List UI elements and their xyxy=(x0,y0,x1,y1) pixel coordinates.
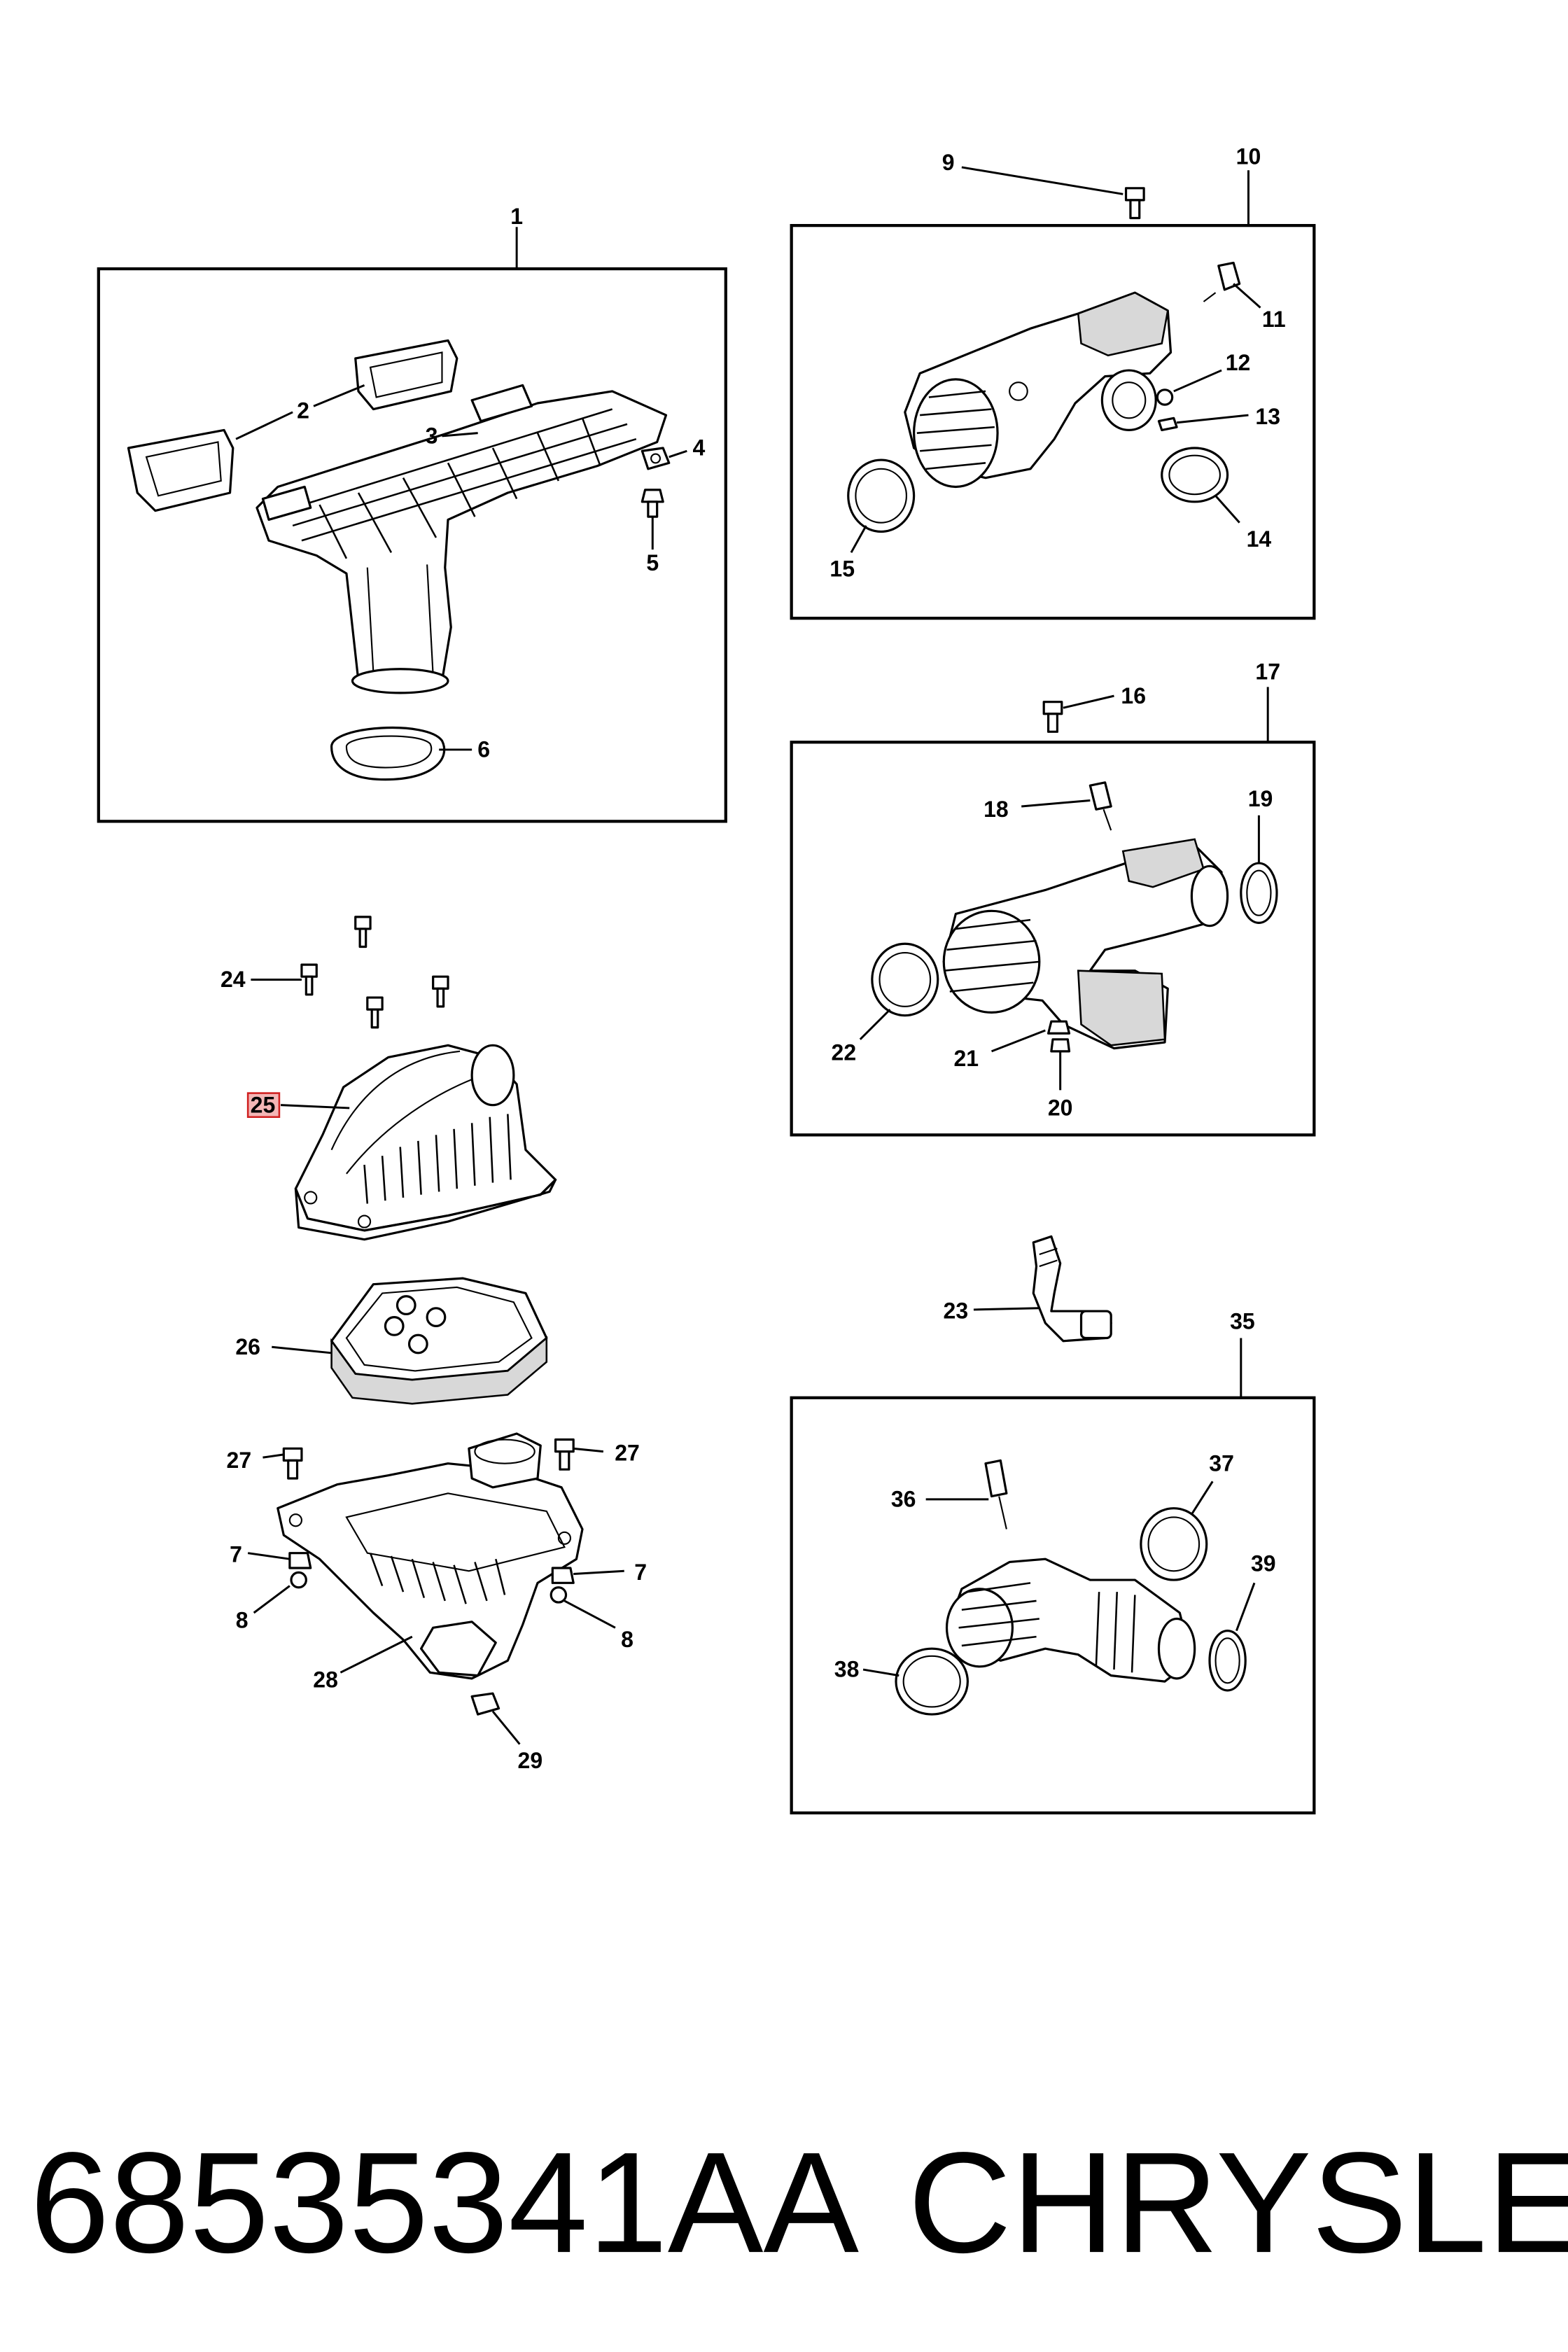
sensor-part xyxy=(1203,261,1241,302)
callout-23: 23 xyxy=(944,1298,969,1324)
brand-label: CHRYSLER xyxy=(908,2123,1568,2283)
air-filter xyxy=(330,1277,548,1405)
hose-clamp-15 xyxy=(847,458,916,533)
nut-part-21 xyxy=(1047,1020,1071,1035)
callout-20: 20 xyxy=(1048,1096,1073,1121)
group-10-intake-tube: 10 9 11 1 xyxy=(790,144,1316,620)
callout-2: 2 xyxy=(297,398,309,423)
callout-3: 3 xyxy=(426,424,438,449)
group-1-frame xyxy=(97,267,727,823)
callout-38: 38 xyxy=(834,1657,860,1682)
intake-tube-17 xyxy=(942,838,1229,1050)
grommet-8a xyxy=(290,1571,307,1589)
grommet-8b xyxy=(550,1586,568,1604)
callout-18: 18 xyxy=(983,797,1009,822)
callout-21: 21 xyxy=(953,1046,979,1071)
callout-7b: 7 xyxy=(634,1560,647,1585)
hose-clamp-22 xyxy=(871,942,939,1017)
hose-clamp-39 xyxy=(1208,1629,1247,1692)
hose-clamp-37 xyxy=(1140,1507,1208,1581)
callout-37: 37 xyxy=(1209,1450,1234,1476)
callout-16: 16 xyxy=(1121,683,1146,708)
screw-24a xyxy=(354,916,372,948)
callout-17: 17 xyxy=(1255,659,1280,685)
screw-24b xyxy=(300,963,318,996)
nut-7b xyxy=(551,1567,575,1584)
callout-19: 19 xyxy=(1248,786,1273,811)
callout-8a: 8 xyxy=(236,1607,248,1632)
callout-13: 13 xyxy=(1255,404,1280,429)
hose-clamp-38 xyxy=(895,1647,969,1716)
screw-24d xyxy=(432,975,449,1008)
callout-27a: 27 xyxy=(227,1448,252,1473)
stud-part-20 xyxy=(1050,1038,1071,1053)
screw-part xyxy=(1124,187,1145,220)
air-cleaner-housing xyxy=(276,1432,584,1680)
air-cleaner-cover xyxy=(294,1044,557,1241)
vent-hose xyxy=(1032,1235,1112,1343)
part-number-label: 68535341AA xyxy=(30,2123,860,2283)
clip-part xyxy=(1157,416,1178,431)
callout-39: 39 xyxy=(1251,1550,1276,1576)
group-10-frame xyxy=(790,224,1316,620)
callout-27b: 27 xyxy=(615,1440,640,1465)
callout-1: 1 xyxy=(510,204,523,229)
callout-15: 15 xyxy=(830,556,855,581)
callout-11: 11 xyxy=(1262,307,1286,332)
callout-36: 36 xyxy=(891,1487,916,1512)
grommet-29 xyxy=(470,1692,500,1716)
group-35-intake-hose: 35 36 37 xyxy=(790,1309,1316,1814)
screw-part-16 xyxy=(1042,701,1063,733)
stud-part xyxy=(640,489,664,518)
bracket-part-2 xyxy=(354,339,458,411)
nut-7a xyxy=(288,1552,312,1569)
callout-9: 9 xyxy=(942,150,955,175)
group-17-intake-tube: 17 16 18 xyxy=(790,659,1316,1137)
sensor-part-36 xyxy=(984,1459,1008,1530)
group-17-frame xyxy=(790,741,1316,1137)
vent-hose-group: 23 xyxy=(944,1235,1112,1343)
callout-14: 14 xyxy=(1247,526,1272,552)
grommet-part xyxy=(1156,388,1174,406)
callout-6: 6 xyxy=(477,737,490,762)
bracket-part xyxy=(127,428,234,512)
seal-part xyxy=(330,727,446,781)
sensor-part-18 xyxy=(1088,781,1112,831)
group-35-frame xyxy=(790,1396,1316,1814)
nut-part xyxy=(640,447,671,470)
callout-5: 5 xyxy=(646,550,659,575)
callout-8b: 8 xyxy=(621,1627,634,1652)
callout-26: 26 xyxy=(235,1334,260,1359)
intake-tube xyxy=(904,291,1172,489)
hose-clamp-19 xyxy=(1240,862,1278,924)
callout-7a: 7 xyxy=(230,1541,242,1567)
screw-27a xyxy=(282,1447,303,1480)
group-1-air-duct: 1 2 xyxy=(97,204,727,823)
callout-12: 12 xyxy=(1226,350,1251,375)
callout-24: 24 xyxy=(220,967,246,992)
callout-25-highlight xyxy=(246,1092,281,1119)
main-duct xyxy=(255,384,668,694)
callout-29: 29 xyxy=(518,1748,543,1773)
callout-4: 4 xyxy=(693,435,706,461)
air-cleaner-cover-group: 24 25 xyxy=(220,916,647,1773)
hose-clamp-14 xyxy=(1161,447,1229,503)
callout-28: 28 xyxy=(313,1667,338,1693)
callout-22: 22 xyxy=(832,1040,857,1065)
callout-35: 35 xyxy=(1230,1309,1255,1334)
intake-hose-35 xyxy=(945,1558,1196,1683)
screw-27b xyxy=(554,1438,575,1471)
callout-10: 10 xyxy=(1236,144,1261,169)
callout-25: 25 xyxy=(251,1092,276,1117)
screw-24c xyxy=(366,996,384,1029)
